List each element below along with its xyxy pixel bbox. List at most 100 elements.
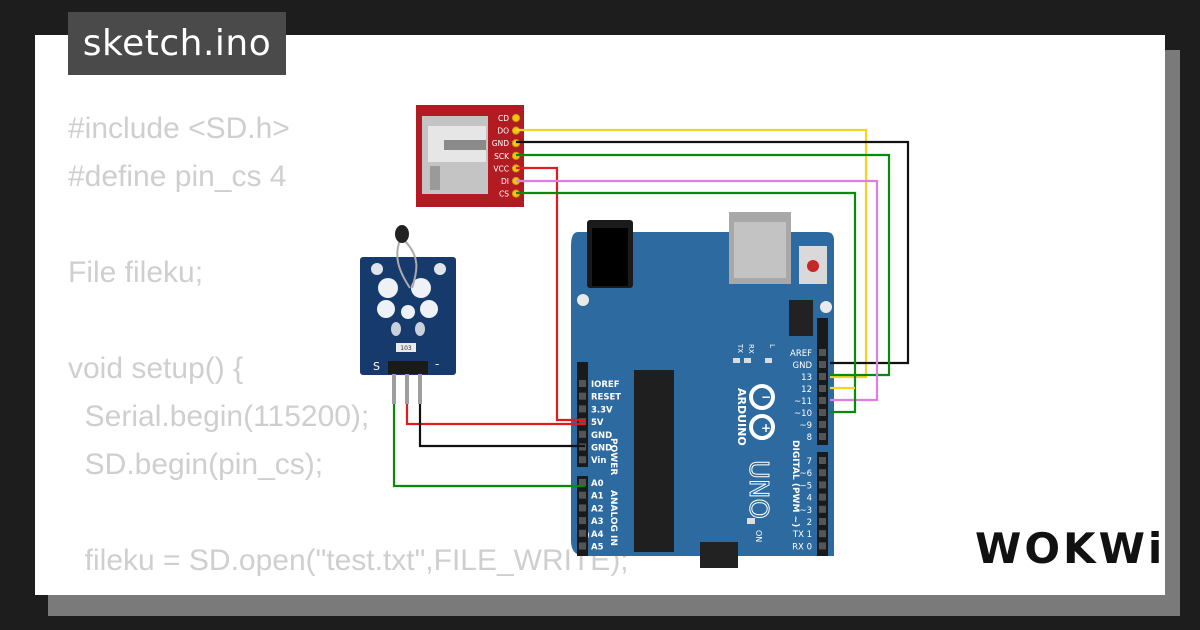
analog-pin[interactable]	[579, 542, 586, 550]
power-pin-label: Vin	[591, 456, 606, 466]
power-pin[interactable]	[579, 456, 586, 464]
power-pin-label: IOREF	[591, 380, 620, 390]
digital-pin[interactable]	[819, 481, 826, 489]
sensor-pin	[392, 374, 396, 404]
power-pin[interactable]	[579, 430, 586, 438]
sd-pin[interactable]	[511, 113, 521, 123]
on-led	[747, 518, 755, 524]
power-pin[interactable]	[579, 380, 586, 387]
analog-label: ANALOG IN	[608, 490, 618, 546]
analog-pin[interactable]	[579, 529, 586, 537]
usb-port-inner	[734, 222, 786, 278]
digital-pin[interactable]	[819, 469, 826, 477]
led-label: TX	[736, 343, 744, 353]
digital-pin[interactable]	[819, 409, 826, 416]
digital-pin[interactable]	[819, 433, 826, 440]
svg-text:+: +	[761, 421, 771, 435]
digital-pin-label: AREF	[790, 349, 812, 359]
arduino-model: UNO	[743, 460, 773, 519]
wire-sensor-gnd	[418, 404, 585, 448]
analog-pin-label: A5	[591, 543, 604, 553]
digital-pin[interactable]	[819, 493, 826, 501]
icsp-header-bottom	[700, 542, 738, 568]
wire-signal-a0	[392, 404, 585, 488]
sd-pin[interactable]	[511, 139, 521, 148]
svg-text:−: −	[761, 390, 771, 404]
analog-pin-label: A1	[591, 492, 604, 502]
digital-pin-label: 7	[807, 457, 812, 467]
wire-do-13	[516, 128, 868, 379]
sd-pin-label: VCC	[493, 164, 509, 173]
digital-pin[interactable]	[819, 505, 826, 513]
mount-hole	[371, 263, 383, 275]
digital-pin[interactable]	[819, 397, 826, 404]
led	[733, 358, 740, 363]
sd-pin-label: CD	[498, 114, 509, 123]
code-preview: #include <SD.h> #define pin_cs 4 File fi…	[68, 112, 629, 595]
dc-jack-inner	[592, 228, 628, 286]
digital-pin-label: 12	[801, 385, 812, 395]
wires	[392, 128, 910, 488]
analog-pin[interactable]	[579, 517, 586, 525]
sd-pin-label: DO	[497, 127, 509, 136]
wire-vcc-5v	[516, 166, 585, 422]
sd-pin-label: SCK	[494, 152, 510, 161]
wire-cs-10	[516, 191, 857, 414]
digital-pin-label: ~10	[794, 409, 812, 419]
analog-pin-label: A3	[591, 517, 604, 527]
led-label: RX	[747, 344, 755, 354]
pad	[391, 322, 401, 336]
digital-pin[interactable]	[819, 349, 826, 356]
icsp-header	[789, 300, 813, 336]
power-pin[interactable]	[579, 418, 586, 426]
analog-pin[interactable]	[579, 504, 586, 512]
digital-pin[interactable]	[819, 530, 826, 538]
analog-header	[577, 476, 588, 556]
digital-pin[interactable]	[819, 361, 826, 368]
pin-label-group: IOREFRESET3.3V5VGNDGNDVinA0A1A2A3A4A5ARE…	[579, 349, 826, 553]
digital-pin-label: TX 1	[792, 530, 812, 540]
pad	[411, 278, 431, 298]
arduino-brand: ARDUINO	[735, 388, 748, 446]
digital-pin[interactable]	[819, 457, 826, 464]
wire-sck-13	[516, 153, 891, 377]
mount-hole	[577, 294, 589, 306]
digital-pin[interactable]	[819, 542, 826, 550]
mount-hole	[820, 301, 832, 313]
power-pin-label: RESET	[591, 393, 621, 403]
analog-pin[interactable]	[579, 479, 586, 486]
digital-pin-label: 4	[807, 494, 812, 504]
power-pin-label: 5V	[591, 418, 604, 428]
sd-slot-contacts	[444, 140, 486, 150]
digital-pin-label: 13	[801, 373, 812, 383]
power-pin[interactable]	[579, 405, 586, 413]
digital-pin-label: 8	[807, 433, 812, 443]
pad	[378, 278, 398, 298]
resistor	[396, 343, 416, 352]
arduino-uno-board[interactable]: − + ARDUINO UNO DIGITAL (PWM ~) POWER AN…	[571, 212, 834, 568]
digital-header-top	[817, 318, 828, 445]
pad	[377, 300, 395, 318]
analog-pin[interactable]	[579, 491, 586, 499]
digital-pin[interactable]	[819, 518, 826, 525]
digital-pin-label: RX 0	[792, 542, 812, 552]
atmega-chip	[634, 370, 674, 552]
digital-pin[interactable]	[819, 421, 826, 428]
power-pin-label: GND	[591, 431, 612, 441]
analog-pin-label: A0	[591, 479, 604, 489]
sketch-filename: sketch.ino	[68, 12, 286, 75]
power-pin[interactable]	[579, 392, 586, 400]
digital-pin[interactable]	[819, 385, 826, 392]
digital-pin[interactable]	[819, 373, 826, 380]
pad	[401, 305, 415, 319]
digital-pin-label: ~6	[799, 469, 812, 479]
reset-button[interactable]	[807, 260, 819, 272]
thermistor-leg	[396, 239, 411, 289]
led	[744, 358, 751, 363]
digital-pin-label: ~9	[799, 421, 812, 431]
sensor-pin	[405, 374, 409, 404]
sensor-label-minus: -	[435, 357, 439, 371]
temperature-sensor-module[interactable]: 103 S -	[360, 225, 456, 404]
